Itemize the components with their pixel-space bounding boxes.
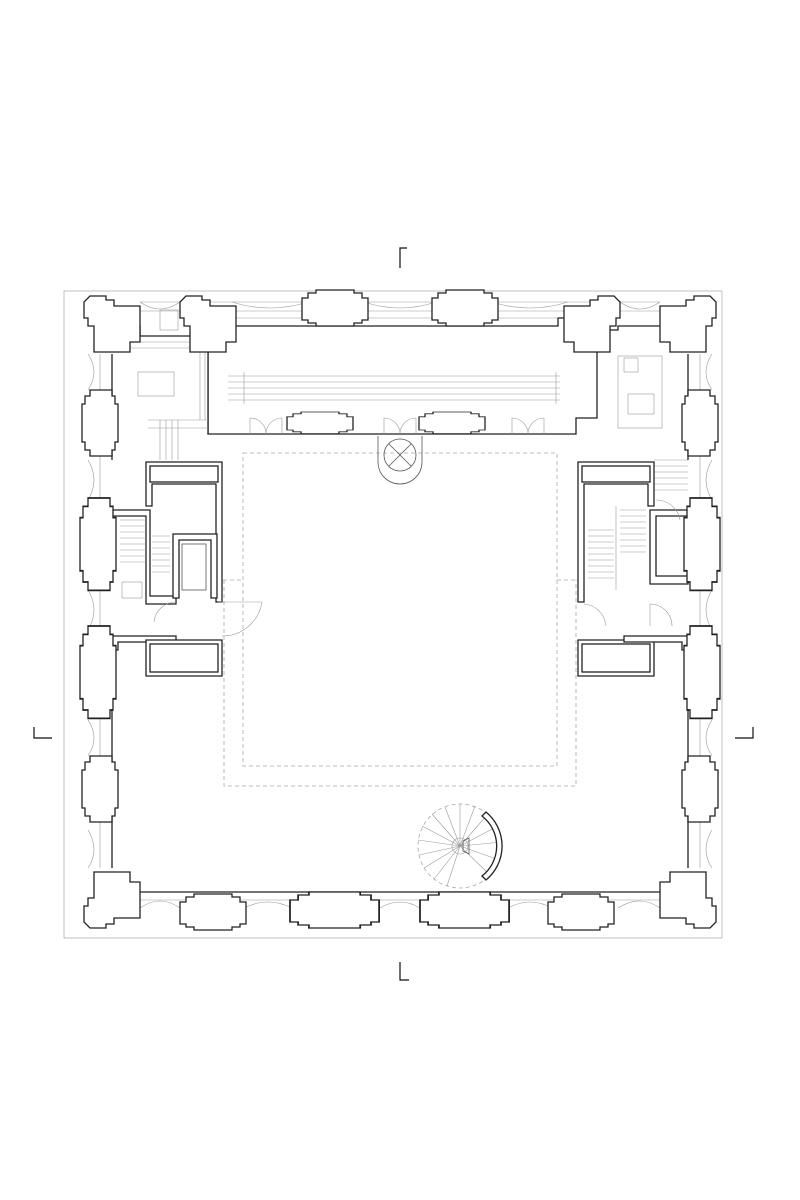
pier-east-3 bbox=[683, 625, 721, 720]
pier-south-4 bbox=[547, 893, 615, 931]
corner-southwest bbox=[83, 871, 141, 929]
pier-south-3 bbox=[419, 891, 510, 929]
gallery-door-3[interactable] bbox=[511, 417, 545, 435]
pier-south-1 bbox=[179, 893, 247, 931]
courtyard-outer-outline bbox=[223, 580, 577, 787]
plinth-outline bbox=[63, 290, 723, 939]
pier-east-2 bbox=[683, 497, 721, 592]
east-core-stairs bbox=[588, 506, 646, 590]
round-vestibule bbox=[377, 436, 423, 485]
northeast-steps bbox=[654, 459, 688, 491]
pier-north-2 bbox=[431, 289, 499, 327]
pier-south-2 bbox=[289, 891, 380, 929]
east-core-door[interactable] bbox=[583, 499, 681, 627]
pier-west-3 bbox=[79, 625, 117, 720]
section-marker-right bbox=[735, 727, 754, 739]
gallery-steps bbox=[228, 372, 560, 404]
west-core-door[interactable] bbox=[153, 601, 263, 637]
courtyard-inner-outline bbox=[242, 452, 558, 767]
spiral-stair bbox=[417, 803, 503, 889]
outer-walls bbox=[111, 354, 689, 893]
section-marker-bottom bbox=[399, 962, 409, 981]
east-core bbox=[577, 461, 689, 677]
pier-north-1 bbox=[301, 289, 369, 327]
pier-west-2 bbox=[79, 497, 117, 592]
section-marker-left bbox=[33, 727, 52, 739]
gallery-door-1[interactable] bbox=[249, 417, 283, 435]
corner-northeast bbox=[659, 295, 717, 353]
west-core bbox=[111, 461, 263, 677]
gallery-door-2[interactable] bbox=[383, 417, 417, 435]
pier-west-4 bbox=[81, 755, 119, 823]
west-core-stairs bbox=[120, 519, 170, 599]
pier-west-1 bbox=[81, 389, 119, 457]
pier-east-4 bbox=[681, 755, 719, 823]
pier-east-1 bbox=[681, 389, 719, 457]
section-marker-top bbox=[399, 247, 407, 268]
corner-southeast bbox=[659, 871, 717, 929]
